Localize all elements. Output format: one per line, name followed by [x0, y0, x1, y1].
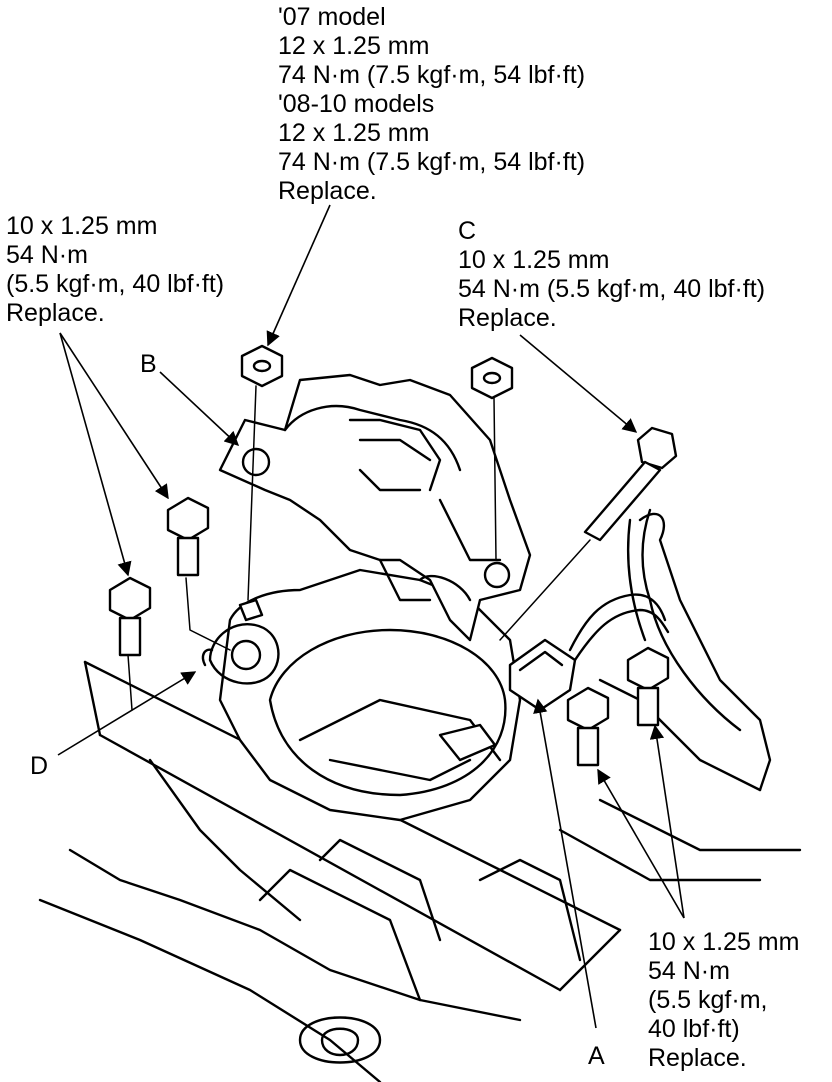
leader-lines	[57, 204, 685, 1029]
callout-line: 54 N·m	[6, 241, 88, 269]
callout-left-torque-spec: 10 x 1.25 mm 54 N·m (5.5 kgf·m, 40 lbf·f…	[6, 212, 224, 328]
callout-line: 12 x 1.25 mm	[278, 119, 430, 147]
callout-line: 74 N·m (7.5 kgf·m, 54 lbf·ft)	[278, 61, 586, 89]
callout-line: Replace.	[6, 299, 105, 327]
callout-line: C	[458, 217, 477, 245]
bolt-c	[499, 426, 678, 641]
callout-top-torque-spec: '07 model 12 x 1.25 mm 74 N·m (7.5 kgf·m…	[278, 3, 585, 206]
callout-c-torque-spec: C 10 x 1.25 mm 54 N·m (5.5 kgf·m, 40 lbf…	[458, 217, 765, 333]
part-letter-a: A	[588, 1042, 605, 1070]
callout-line: 10 x 1.25 mm	[648, 928, 800, 956]
callout-line: 12 x 1.25 mm	[278, 32, 430, 60]
connector-a-drawing	[508, 508, 772, 792]
callout-line: 40 lbf·ft)	[648, 1015, 740, 1043]
subframe-drawing	[38, 660, 802, 1082]
mount-nut-left	[240, 344, 284, 601]
callout-line: Replace.	[458, 304, 557, 332]
callout-line: (5.5 kgf·m, 40 lbf·ft)	[6, 270, 225, 298]
part-letter-d: D	[30, 752, 49, 780]
bracket-b-drawing	[218, 373, 532, 642]
callout-line: Replace.	[278, 177, 377, 205]
callout-line: 10 x 1.25 mm	[6, 212, 158, 240]
bolt-left-1	[108, 576, 152, 711]
bolt-right-2	[626, 646, 670, 727]
bolt-right-1	[566, 686, 610, 767]
callout-line: (5.5 kgf·m,	[648, 986, 768, 1014]
callout-line: 10 x 1.25 mm	[458, 246, 610, 274]
callout-line: 54 N·m (5.5 kgf·m, 40 lbf·ft)	[458, 275, 766, 303]
bolt-left-2	[166, 496, 231, 651]
callout-line: Replace.	[648, 1044, 747, 1072]
callout-line: 54 N·m	[648, 957, 730, 985]
callout-line: '07 model	[278, 3, 386, 31]
part-letter-b: B	[140, 350, 157, 378]
engine-mount-drawing	[201, 568, 522, 822]
callout-line: '08-10 models	[278, 90, 435, 118]
callout-line: 74 N·m (7.5 kgf·m, 54 lbf·ft)	[278, 148, 586, 176]
mount-nut-right	[470, 356, 514, 561]
callout-bottom-right-torque-spec: 10 x 1.25 mm 54 N·m (5.5 kgf·m, 40 lbf·f…	[648, 928, 799, 1073]
